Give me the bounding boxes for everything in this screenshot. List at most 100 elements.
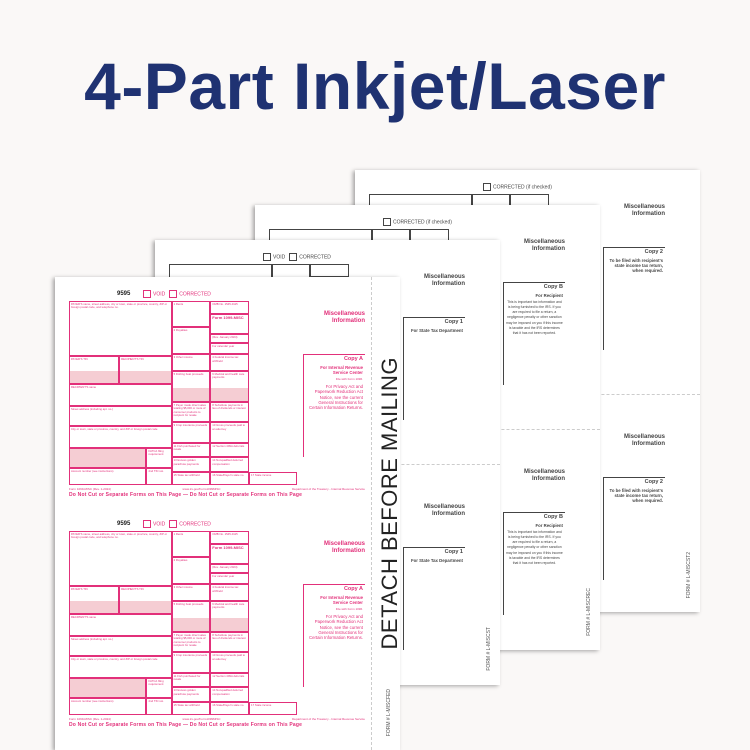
- omb-box: (Rev. January 2024): [210, 564, 250, 574]
- omb-text: (Rev. January 2024): [212, 335, 238, 340]
- box-b2: 2 Royalties: [171, 556, 211, 585]
- box-b11: 11 Fish purchased for resale: [171, 442, 211, 458]
- box-label: PAYER'S TIN: [71, 357, 88, 362]
- box-b4: 4 Federal income tax withheld: [210, 584, 250, 601]
- copy-label: Copy 2: [644, 249, 663, 256]
- box-b14: 14 Nonqualified deferred compensation: [210, 687, 250, 703]
- box-label: 5 Fishing boat proceeds: [173, 601, 204, 606]
- copy-subtitle: To be filed with recipient's state incom…: [609, 257, 663, 273]
- box-tin2: 2nd TIN not.: [146, 698, 172, 715]
- box-label: 11 Fish purchased for resale: [173, 443, 201, 451]
- box-b17: 17 State income: [249, 702, 297, 715]
- form-code: 9595: [117, 521, 131, 527]
- copy-label: Copy 1: [444, 319, 463, 326]
- box-label: 4 Federal income tax withheld: [212, 355, 239, 363]
- box-b15: 15 State tax withheld: [171, 472, 211, 485]
- form-footer: Form 1099-MISC (Rev. 1-2024)www.irs.gov/…: [69, 487, 365, 498]
- box-b11: 11 Fish purchased for resale: [171, 672, 211, 688]
- box-recipient_tin: RECIPIENT'S TIN: [119, 356, 172, 384]
- form-code: 9595: [117, 291, 131, 297]
- omb-text: For calendar year: [212, 344, 235, 349]
- box-label: Street address (including apt. no.): [71, 406, 113, 411]
- form-header: CORRECTED (if checked): [269, 215, 565, 229]
- void-checkbox[interactable]: [263, 253, 271, 261]
- shaded-area: [172, 618, 210, 632]
- box-b6: 6 Medical and health care payments: [210, 370, 250, 403]
- box-label: RECIPIENT'S name: [71, 614, 97, 619]
- box-account: Account number (see instructions): [69, 468, 147, 485]
- box-payer: PAYER'S name, street address, city or to…: [69, 531, 172, 587]
- box-label: 8 Substitute payments in lieu of dividen…: [212, 403, 246, 411]
- void-checkbox[interactable]: [143, 520, 151, 528]
- corrected-checkbox[interactable]: [383, 218, 391, 226]
- omb-text: OMB No. 1545-0115: [212, 302, 238, 306]
- box-b16: 16 State/Payer's state no.: [210, 702, 250, 715]
- box-label: 4 Federal income tax withheld: [212, 585, 239, 593]
- detach-line: [371, 277, 372, 750]
- corrected-label: CORRECTED (if checked): [493, 184, 552, 191]
- box-b9: 9 Crop insurance proceeds: [171, 652, 211, 673]
- box-label: 16 State/Payer's state no.: [212, 473, 245, 478]
- corrected-checkbox[interactable]: [169, 290, 178, 298]
- footer-url: www.irs.gov/Form1099MISC: [182, 717, 221, 721]
- box-street: Street address (including apt. no.): [69, 405, 172, 427]
- corrected-checkbox[interactable]: [169, 520, 178, 528]
- shaded-area: [211, 388, 249, 402]
- corrected-checkbox[interactable]: [483, 183, 491, 191]
- box-label: 6 Medical and health care payments: [212, 601, 245, 610]
- shaded-box: [69, 678, 147, 699]
- box-b3: 3 Other income: [171, 354, 211, 371]
- copy-label: Copy B: [543, 514, 563, 521]
- copy-notice: For Privacy Act and Paperwork Reduction …: [309, 384, 363, 410]
- box-label: 17 State income: [251, 473, 272, 478]
- footer-warning: Do Not Cut or Separate Forms on This Pag…: [69, 722, 303, 728]
- copy-subtitle: For Internal Revenue Service Center: [320, 364, 363, 375]
- shaded-area: [70, 601, 119, 613]
- box-label: 2 Royalties: [173, 557, 188, 562]
- box-b3: 3 Other income: [171, 584, 211, 601]
- box-payer_tin: PAYER'S TIN: [69, 586, 120, 614]
- box-payer_tin: PAYER'S TIN: [69, 356, 120, 384]
- box-recipient_tin: RECIPIENT'S TIN: [119, 586, 172, 614]
- box-fatca: FATCA filing requirement: [146, 678, 172, 699]
- footer-form-id: Form 1099-MISC (Rev. 1-2024): [69, 487, 111, 491]
- box-label: 11 Fish purchased for resale: [173, 673, 201, 681]
- box-label: Street address (including apt. no.): [71, 636, 113, 641]
- corrected-label: CORRECTED: [179, 291, 211, 298]
- box-label: 7 Payer made direct sales totaling $5,00…: [173, 633, 206, 647]
- box-label: 9 Crop insurance proceeds: [173, 423, 208, 428]
- void-checkbox[interactable]: [143, 290, 151, 298]
- corrected-label: CORRECTED: [179, 521, 211, 528]
- box-label: City or town, state or province, country…: [71, 427, 158, 432]
- copy-subtitle: For State Tax Department: [411, 327, 463, 333]
- box-label: RECIPIENT'S TIN: [121, 587, 144, 592]
- box-label: 2nd TIN not.: [148, 699, 164, 704]
- misc-information-title: Miscellaneous Information: [323, 541, 365, 554]
- copy-label: Copy A: [343, 356, 363, 363]
- void-label: VOID: [153, 521, 166, 528]
- omb-box: (Rev. January 2024): [210, 334, 250, 344]
- footer-form-id: Form 1099-MISC (Rev. 1-2024): [69, 717, 111, 721]
- copy-subtitle: For Recipient: [535, 522, 563, 528]
- box-b10: 10 Gross proceeds paid to an attorney: [210, 652, 250, 673]
- box-label: RECIPIENT'S TIN: [121, 357, 144, 362]
- footer-line: Form 1099-MISC (Rev. 1-2024) www.irs.gov/…: [69, 717, 365, 721]
- copy-subtitle: To be filed with recipient's state incom…: [609, 487, 663, 503]
- box-city: City or town, state or province, country…: [69, 426, 172, 449]
- box-b1: 1 Rents: [171, 531, 211, 557]
- box-b8: 8 Substitute payments in lieu of dividen…: [210, 402, 250, 423]
- box-label: FATCA filing requirement: [148, 679, 164, 687]
- box-label: 12 Section 409A deferrals: [212, 673, 245, 678]
- box-b12: 12 Section 409A deferrals: [210, 442, 250, 458]
- copy-label: Copy B: [543, 284, 563, 291]
- box-b5: 5 Fishing boat proceeds: [171, 600, 211, 633]
- box-label: 9 Crop insurance proceeds: [173, 653, 208, 658]
- box-label: 1 Rents: [173, 532, 184, 536]
- form-grid: PAYER'S name, street address, city or to…: [69, 301, 365, 485]
- copy-subtitle: For Recipient: [535, 292, 563, 298]
- product-title: 4-Part Inkjet/Laser: [84, 49, 666, 123]
- corrected-checkbox[interactable]: [289, 253, 298, 261]
